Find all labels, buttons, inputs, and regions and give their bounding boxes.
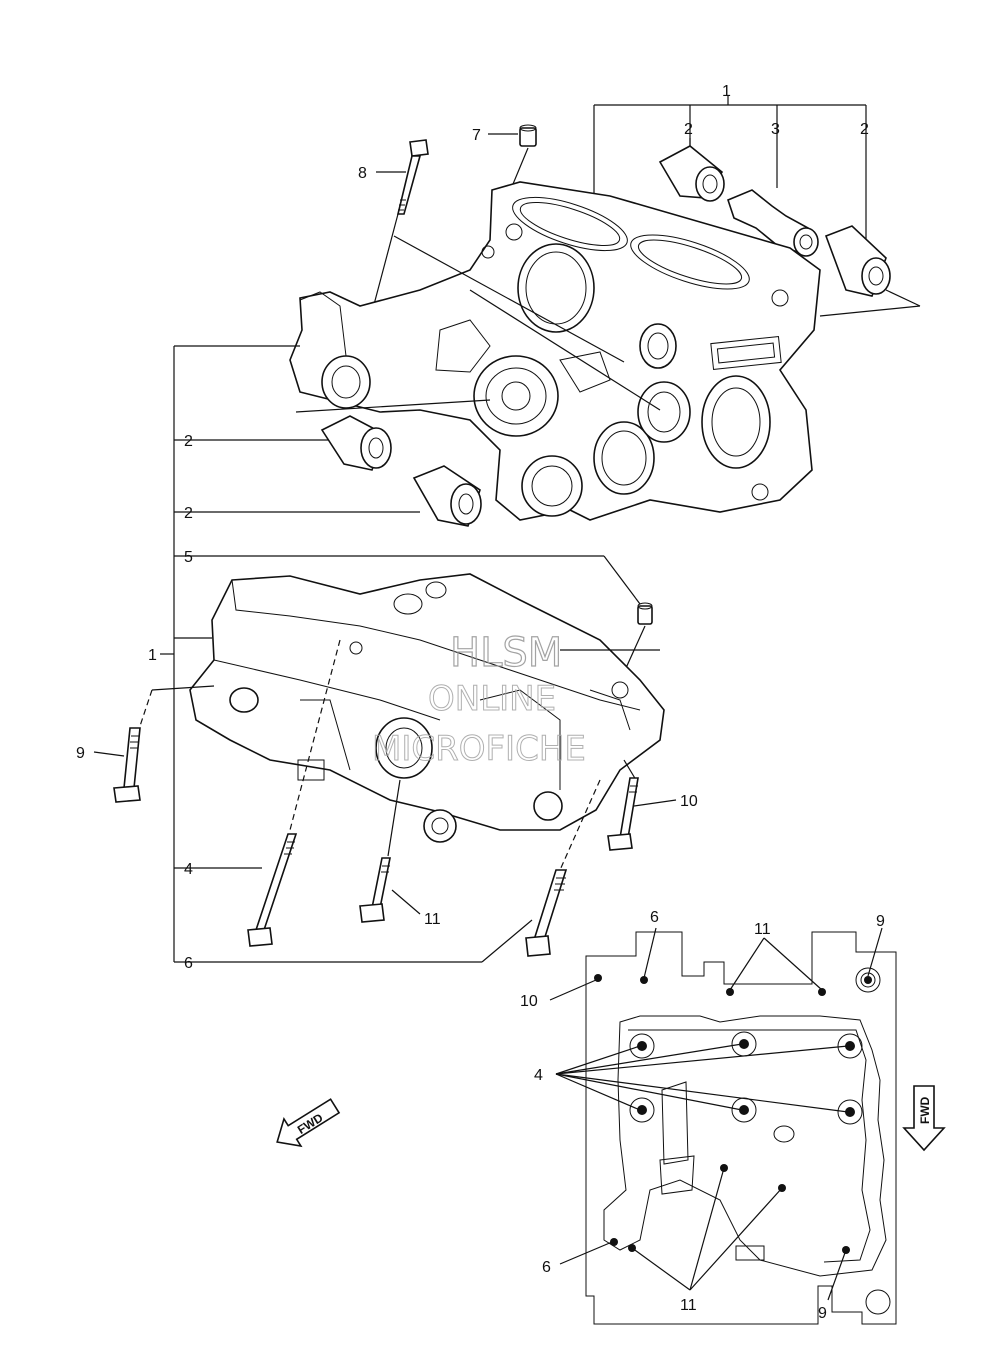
label-part-7: 7 xyxy=(472,127,481,144)
dowel-pin-5 xyxy=(637,602,653,625)
label-top-1: 1 xyxy=(722,83,731,100)
label-top-3: 3 xyxy=(771,121,780,138)
dowel-pin-7 xyxy=(519,124,537,147)
label-mid-10: 10 xyxy=(680,793,698,810)
label-top-2a: 2 xyxy=(684,121,693,138)
layout-label-6-top: 6 xyxy=(650,909,659,926)
watermark-line-1: HLSM xyxy=(450,630,562,676)
label-top-2b: 2 xyxy=(860,121,869,138)
collar-3 xyxy=(727,189,819,257)
bushing-2-left-lower xyxy=(412,465,482,527)
fwd-arrow-right: FWD xyxy=(902,1085,946,1152)
upper-crankcase xyxy=(289,181,821,521)
stud-bolt-6 xyxy=(525,869,568,957)
label-left-5: 5 xyxy=(184,549,193,566)
layout-label-9-bottom: 9 xyxy=(818,1305,827,1322)
bolt-9 xyxy=(113,727,141,803)
layout-label-11-bottom: 11 xyxy=(680,1297,697,1314)
bolt-8 xyxy=(396,139,429,215)
label-left-6: 6 xyxy=(184,955,193,972)
left-callout-bracket xyxy=(160,345,641,963)
layout-label-11-top: 11 xyxy=(754,921,771,938)
label-left-2a: 2 xyxy=(184,433,193,450)
bushing-2-top-left xyxy=(658,145,725,202)
lower-crankcase xyxy=(189,573,665,843)
label-left-2b: 2 xyxy=(184,505,193,522)
bushing-2-top-right xyxy=(824,225,891,297)
fwd-label-right: FWD xyxy=(918,1096,932,1124)
bolt-10 xyxy=(607,777,639,851)
layout-label-10: 10 xyxy=(520,993,538,1010)
watermark: HLSM ONLINE MICROFICHE xyxy=(372,629,587,769)
bottom-view-layout: FWD xyxy=(549,927,946,1325)
label-left-9: 9 xyxy=(76,745,85,762)
label-mid-11: 11 xyxy=(424,911,441,928)
label-part-8: 8 xyxy=(358,165,367,182)
bushing-2-left-upper xyxy=(320,415,392,471)
label-left-4: 4 xyxy=(184,861,193,878)
label-left-1: 1 xyxy=(148,647,157,664)
watermark-line-3: MICROFICHE xyxy=(372,729,586,769)
layout-label-4: 4 xyxy=(534,1067,543,1084)
stud-bolt-4 xyxy=(247,833,298,947)
layout-label-6-bottom: 6 xyxy=(542,1259,551,1276)
watermark-line-2: ONLINE xyxy=(428,679,556,719)
bolt-11 xyxy=(359,857,391,923)
top-callout-bracket xyxy=(593,96,867,248)
fwd-arrow-left: FWD xyxy=(276,1098,341,1148)
layout-label-9-top: 9 xyxy=(876,913,885,930)
